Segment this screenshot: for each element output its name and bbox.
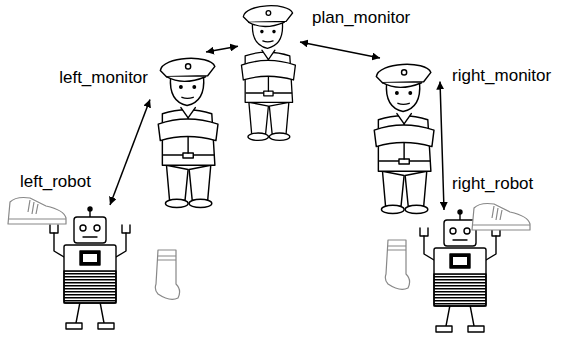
sock-icon	[155, 250, 179, 299]
figure-node: plan_monitor	[238, 0, 300, 140]
double-arrow	[440, 82, 444, 210]
figure-node: left_robot	[50, 205, 130, 330]
figure-node: left_monitor	[150, 52, 230, 210]
figure-node: right_monitor	[365, 58, 440, 215]
sneaker-icon	[472, 204, 530, 231]
figure-label: left_monitor	[59, 68, 148, 88]
figure-label: right_robot	[452, 174, 533, 194]
policeman-figure	[158, 58, 218, 207]
figure-label: plan_monitor	[312, 8, 410, 28]
policeman-figure	[374, 64, 434, 213]
sneaker-icon	[8, 198, 66, 225]
double-arrow	[300, 42, 380, 58]
figure-node: right_robot	[420, 210, 500, 335]
figure-label: left_robot	[20, 172, 91, 192]
double-arrow	[110, 99, 150, 205]
figure-label: right_monitor	[452, 66, 551, 86]
robot-figure	[50, 207, 130, 329]
sock-icon	[385, 240, 409, 289]
double-arrow	[206, 46, 238, 52]
policeman-figure	[241, 6, 295, 141]
